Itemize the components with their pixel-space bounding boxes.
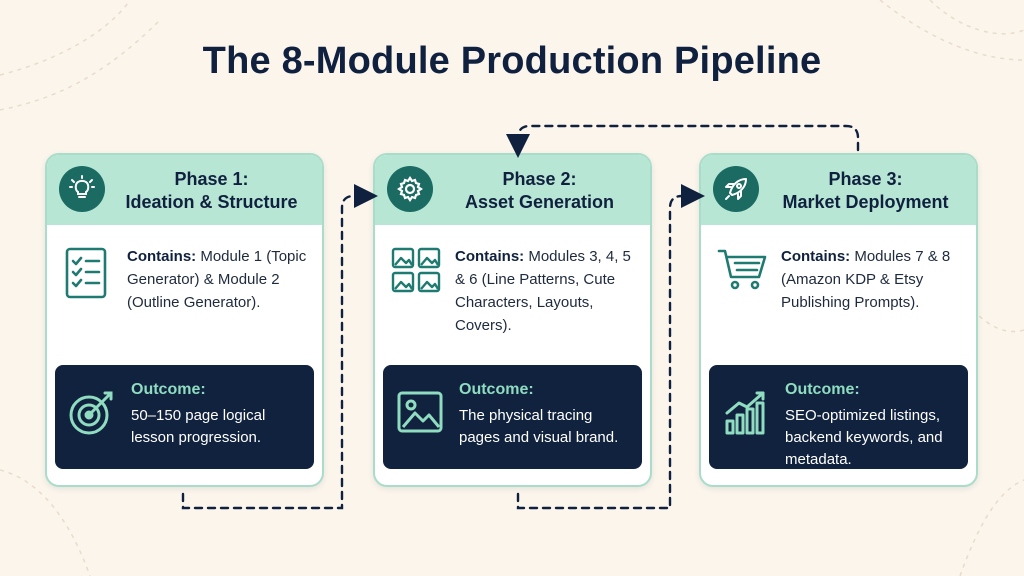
outcome-label: Outcome: <box>131 381 206 398</box>
outcome-label: Outcome: <box>785 381 860 398</box>
phase-1-title-line1: Phase 1: <box>174 169 249 189</box>
phase-3-outcome: Outcome: SEO-optimized listings, backend… <box>709 365 968 469</box>
image-icon <box>395 387 447 444</box>
outcome-label: Outcome: <box>459 381 534 398</box>
contains-label: Contains: <box>781 248 851 265</box>
page-title: The 8-Module Production Pipeline <box>202 40 822 82</box>
phase-1-title-line2: Ideation & Structure <box>125 192 298 212</box>
phase-1-contains: Contains: Module 1 (Topic Generator) & M… <box>47 239 322 349</box>
outcome-text: The physical tracing pages and visual br… <box>459 407 619 446</box>
contains-value: Modules 7 & 8 (Amazon KDP & Etsy Publish… <box>781 248 951 311</box>
phase-1-title: Phase 1: Ideation & Structure <box>107 168 316 214</box>
phase-3-header: Phase 3: Market Deployment <box>701 155 976 225</box>
phase-3-card: Phase 3: Market Deployment Contains: Mod… <box>699 153 978 487</box>
contains-label: Contains: <box>455 248 525 265</box>
phase-1-card: Phase 1: Ideation & Structure Contains: … <box>45 153 324 487</box>
phase-2-contains: Contains: Modules 3, 4, 5 & 6 (Line Patt… <box>375 239 650 349</box>
phase-3-title: Phase 3: Market Deployment <box>761 168 970 214</box>
phase-2-outcome: Outcome: The physical tracing pages and … <box>383 365 642 469</box>
phase-2-card: Phase 2: Asset Generation Contains: Modu… <box>373 153 652 487</box>
checklist-icon <box>61 245 111 306</box>
phase-3-contains-text: Contains: Modules 7 & 8 (Amazon KDP & Et… <box>781 245 968 314</box>
phase-2-contains-text: Contains: Modules 3, 4, 5 & 6 (Line Patt… <box>455 245 642 337</box>
phase-1-header: Phase 1: Ideation & Structure <box>47 155 322 225</box>
phase-1-contains-text: Contains: Module 1 (Topic Generator) & M… <box>127 245 314 314</box>
phase-3-title-line1: Phase 3: <box>828 169 903 189</box>
target-icon <box>67 387 119 444</box>
growth-chart-icon <box>721 387 773 444</box>
phase-1-outcome: Outcome: 50–150 page logical lesson prog… <box>55 365 314 469</box>
outcome-text: SEO-optimized listings, backend keywords… <box>785 407 943 468</box>
contains-label: Contains: <box>127 248 197 265</box>
shopping-cart-icon <box>715 245 769 298</box>
phase-2-header: Phase 2: Asset Generation <box>375 155 650 225</box>
phase-2-title: Phase 2: Asset Generation <box>435 168 644 214</box>
image-grid-icon <box>389 245 443 300</box>
phase-3-title-line2: Market Deployment <box>782 192 949 212</box>
outcome-text: 50–150 page logical lesson progression. <box>131 407 266 446</box>
phase-3-contains: Contains: Modules 7 & 8 (Amazon KDP & Et… <box>701 239 976 349</box>
gear-icon <box>387 166 433 212</box>
phase-2-title-line2: Asset Generation <box>464 192 615 212</box>
phase-2-title-line1: Phase 2: <box>502 169 577 189</box>
rocket-icon <box>713 166 759 212</box>
lightbulb-icon <box>59 166 105 212</box>
